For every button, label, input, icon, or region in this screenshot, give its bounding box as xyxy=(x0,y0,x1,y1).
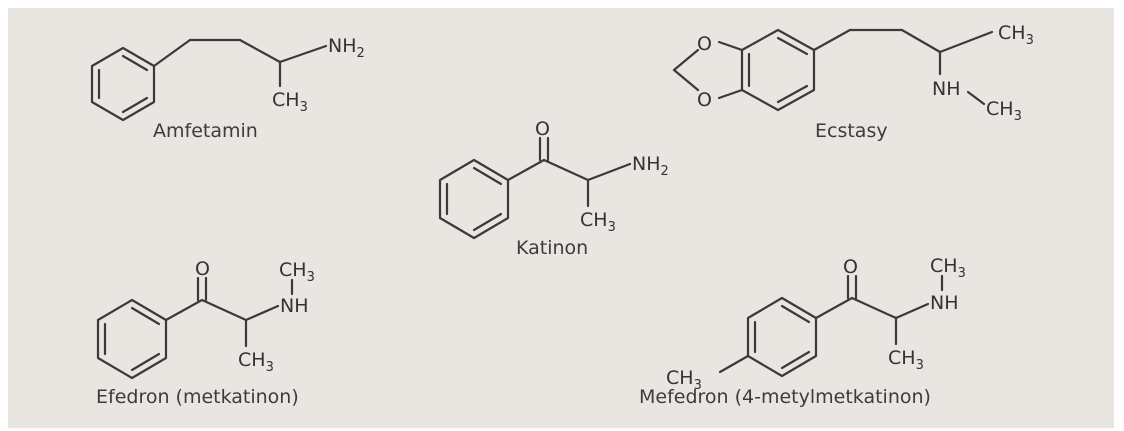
ring-outline xyxy=(746,296,818,378)
atom-label-ch3: CH3 xyxy=(666,367,702,393)
benzene-ring xyxy=(746,296,818,378)
bond xyxy=(238,38,282,64)
atom-label-ch3: CH3 xyxy=(272,89,308,115)
figure-panel: NH2 CH3 Amfetamin O O xyxy=(8,8,1114,428)
atom-label-ch3: CH3 xyxy=(930,255,966,281)
molecule-amfetamin: NH2 CH3 Amfetamin xyxy=(90,35,365,142)
bond xyxy=(717,88,744,100)
molecule-name: Ecstasy xyxy=(815,120,888,142)
bond xyxy=(850,296,898,320)
molecule-name: Mefedron (4-metylmetkatinon) xyxy=(639,386,931,408)
ring-double-bond xyxy=(776,36,809,56)
molecule-mefedron: O CH3 NH CH3 CH3 Mefedron (4-metylmetkat… xyxy=(639,255,966,408)
molecule-efedron: O CH3 NH CH3 Efedron (metkatinon) xyxy=(96,258,315,408)
ring-double-bond xyxy=(130,306,161,326)
benzene-ring xyxy=(90,46,156,122)
atom-label-o: O xyxy=(697,33,712,55)
atom-label-nh: NH xyxy=(930,292,959,314)
atom-label-nh2: NH2 xyxy=(328,35,365,61)
atom-label-nh: NH xyxy=(280,295,309,317)
benzene-ring xyxy=(438,158,510,240)
bond xyxy=(672,68,700,92)
ring-outline xyxy=(438,158,510,240)
atom-label-o: O xyxy=(195,258,210,280)
atom-label-ch3: CH3 xyxy=(580,209,616,235)
bond xyxy=(718,354,750,374)
atom-label-o: O xyxy=(843,256,858,278)
bond xyxy=(672,48,700,72)
bond xyxy=(200,298,248,322)
ring-outline xyxy=(90,46,156,122)
ring-double-bond xyxy=(780,304,811,324)
bond xyxy=(542,158,590,182)
ring-double-bond xyxy=(472,166,503,186)
atom-label-ch3: CH3 xyxy=(238,349,274,375)
atom-label-ch3: CH3 xyxy=(986,98,1022,124)
atom-label-nh: NH xyxy=(932,78,961,100)
ring-double-bond xyxy=(472,212,503,232)
bond xyxy=(966,90,986,106)
atom-label-ch3: CH3 xyxy=(279,259,315,285)
bond xyxy=(506,158,546,182)
molecule-ecstasy: O O CH3 NH CH3 Ecstasy xyxy=(672,22,1034,142)
bond xyxy=(244,304,280,322)
ring-double-bond xyxy=(780,350,811,370)
bond xyxy=(586,162,632,182)
ring-outline xyxy=(740,28,816,112)
benzene-ring xyxy=(96,298,168,380)
bond xyxy=(717,40,744,52)
molecule-name: Katinon xyxy=(516,237,588,259)
atom-label-nh2: NH2 xyxy=(632,153,669,179)
bond xyxy=(900,28,942,54)
bond xyxy=(278,44,328,64)
bond xyxy=(814,296,854,320)
atom-label-o: O xyxy=(697,89,712,111)
bond xyxy=(938,30,994,54)
ring-double-bond xyxy=(121,96,149,114)
ring-double-bond xyxy=(130,352,161,372)
bond xyxy=(812,28,852,52)
ring-outline xyxy=(96,298,168,380)
structures-svg: NH2 CH3 Amfetamin O O xyxy=(90,22,1034,408)
benzene-ring xyxy=(740,28,816,112)
molecule-name: Amfetamin xyxy=(153,120,258,142)
molecule-name: Efedron (metkatinon) xyxy=(96,386,299,408)
ring-double-bond xyxy=(121,54,149,72)
bond xyxy=(894,302,930,320)
atom-label-ch3: CH3 xyxy=(888,347,924,373)
molecule-katinon: O NH2 CH3 Katinon xyxy=(438,118,669,259)
atom-label-o: O xyxy=(535,118,550,140)
atom-label-ch3: CH3 xyxy=(998,22,1034,48)
ring-double-bond xyxy=(776,84,809,104)
bond xyxy=(164,298,204,322)
bond xyxy=(152,38,192,68)
